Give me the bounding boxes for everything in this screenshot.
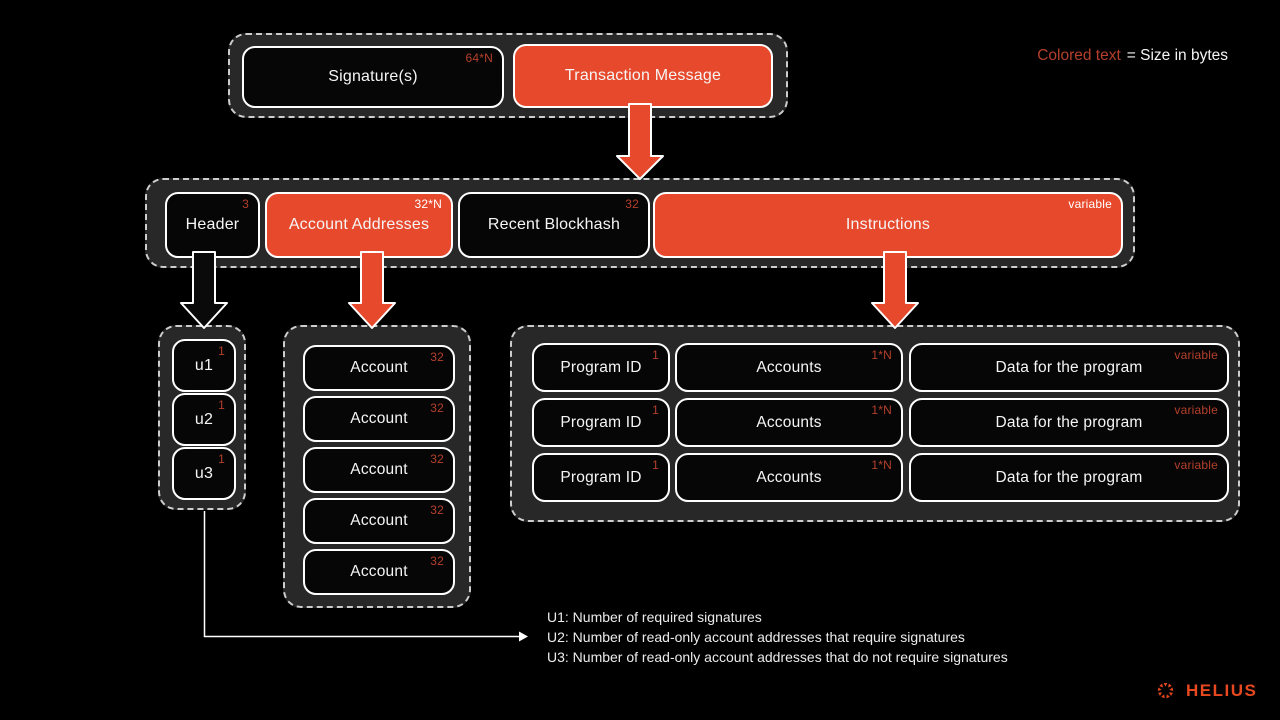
- signatures-label: Signature(s): [328, 68, 418, 85]
- account-addresses-node: 32*N Account Addresses: [265, 192, 453, 258]
- program-data-label: Data for the program: [995, 413, 1143, 431]
- account-size-label: 32: [430, 554, 444, 568]
- transaction-message-label: Transaction Message: [564, 67, 722, 84]
- footnote-u3: U3: Number of read-only account addresse…: [547, 649, 1008, 665]
- header-size-label: 3: [242, 197, 249, 211]
- account-node: 32 Account: [303, 447, 455, 493]
- message-container: 3 Header 32*N Account Addresses 32 Recen…: [145, 178, 1135, 268]
- helius-logo: HELIUS: [1153, 678, 1257, 703]
- program-id-label: Program ID: [560, 468, 642, 486]
- accounts-size-label: 1*N: [871, 458, 892, 472]
- account-size-label: 32: [430, 503, 444, 517]
- instructions-size-label: variable: [1068, 197, 1112, 211]
- helius-wordmark: HELIUS: [1186, 680, 1258, 700]
- helius-sunburst-icon: [1157, 683, 1174, 699]
- account-node: 32 Account: [303, 498, 455, 544]
- transaction-message-node: Transaction Message: [513, 44, 773, 108]
- account-size-label: 32: [430, 401, 444, 415]
- signatures-node: 64*N Signature(s): [242, 46, 504, 108]
- account-label: Account: [350, 563, 408, 580]
- legend-size-text: = Size in bytes: [1126, 47, 1228, 64]
- program-data-node: variable Data for the program: [909, 398, 1229, 447]
- account-label: Account: [350, 512, 408, 529]
- u1-label: u1: [194, 356, 214, 374]
- program-id-node: 1 Program ID: [532, 453, 670, 502]
- u-field-footnotes: U1: Number of required signatures U2: Nu…: [547, 607, 1008, 667]
- accounts-detail-container: 32 Account 32 Account 32 Account 32 Acco…: [283, 325, 471, 608]
- accounts-label: Accounts: [756, 413, 822, 431]
- account-addresses-size-label: 32*N: [414, 197, 442, 211]
- header-detail-container: 1 u1 1 u2 1 u3: [158, 325, 246, 510]
- account-size-label: 32: [430, 350, 444, 364]
- program-id-node: 1 Program ID: [532, 343, 670, 392]
- recent-blockhash-size-label: 32: [625, 197, 639, 211]
- transaction-container: 64*N Signature(s) Transaction Message: [228, 33, 788, 118]
- program-id-size-label: 1: [652, 458, 659, 472]
- legend-colored-text: Colored text: [1037, 47, 1121, 64]
- u2-label: u2: [194, 410, 214, 428]
- program-data-node: variable Data for the program: [909, 343, 1229, 392]
- program-data-size-label: variable: [1174, 458, 1218, 472]
- account-label: Account: [350, 461, 408, 478]
- instructions-detail-container: 1 Program ID 1*N Accounts variable Data …: [510, 325, 1240, 522]
- program-id-node: 1 Program ID: [532, 398, 670, 447]
- program-data-label: Data for the program: [995, 358, 1143, 376]
- u2-size-label: 1: [218, 398, 225, 412]
- program-id-label: Program ID: [560, 413, 642, 431]
- u3-node: 1 u3: [172, 447, 236, 500]
- instructions-label: Instructions: [845, 216, 931, 233]
- u1-size-label: 1: [218, 344, 225, 358]
- account-label: Account: [350, 359, 408, 376]
- program-id-size-label: 1: [652, 348, 659, 362]
- account-label: Account: [350, 410, 408, 427]
- recent-blockhash-node: 32 Recent Blockhash: [458, 192, 650, 258]
- accounts-label: Accounts: [756, 468, 822, 486]
- instructions-node: variable Instructions: [653, 192, 1123, 258]
- account-addresses-label: Account Addresses: [288, 216, 430, 233]
- program-id-size-label: 1: [652, 403, 659, 417]
- accounts-node: 1*N Accounts: [675, 453, 903, 502]
- program-id-label: Program ID: [560, 358, 642, 376]
- accounts-node: 1*N Accounts: [675, 398, 903, 447]
- account-node: 32 Account: [303, 396, 455, 442]
- signatures-size-label: 64*N: [465, 51, 493, 65]
- program-data-size-label: variable: [1174, 403, 1218, 417]
- u1-node: 1 u1: [172, 339, 236, 392]
- program-data-size-label: variable: [1174, 348, 1218, 362]
- size-legend: Colored text = Size in bytes: [1037, 47, 1228, 65]
- account-size-label: 32: [430, 452, 444, 466]
- accounts-label: Accounts: [756, 358, 822, 376]
- recent-blockhash-label: Recent Blockhash: [487, 216, 621, 233]
- account-node: 32 Account: [303, 345, 455, 391]
- accounts-size-label: 1*N: [871, 348, 892, 362]
- account-node: 32 Account: [303, 549, 455, 595]
- footnote-connector-arrowhead: [519, 631, 528, 642]
- program-data-node: variable Data for the program: [909, 453, 1229, 502]
- footnote-u2: U2: Number of read-only account addresse…: [547, 629, 965, 645]
- footnote-u1: U1: Number of required signatures: [547, 609, 762, 625]
- program-data-label: Data for the program: [995, 468, 1143, 486]
- u3-label: u3: [194, 464, 214, 482]
- accounts-node: 1*N Accounts: [675, 343, 903, 392]
- header-label: Header: [185, 216, 240, 233]
- header-node: 3 Header: [165, 192, 260, 258]
- u3-size-label: 1: [218, 452, 225, 466]
- accounts-size-label: 1*N: [871, 403, 892, 417]
- u2-node: 1 u2: [172, 393, 236, 446]
